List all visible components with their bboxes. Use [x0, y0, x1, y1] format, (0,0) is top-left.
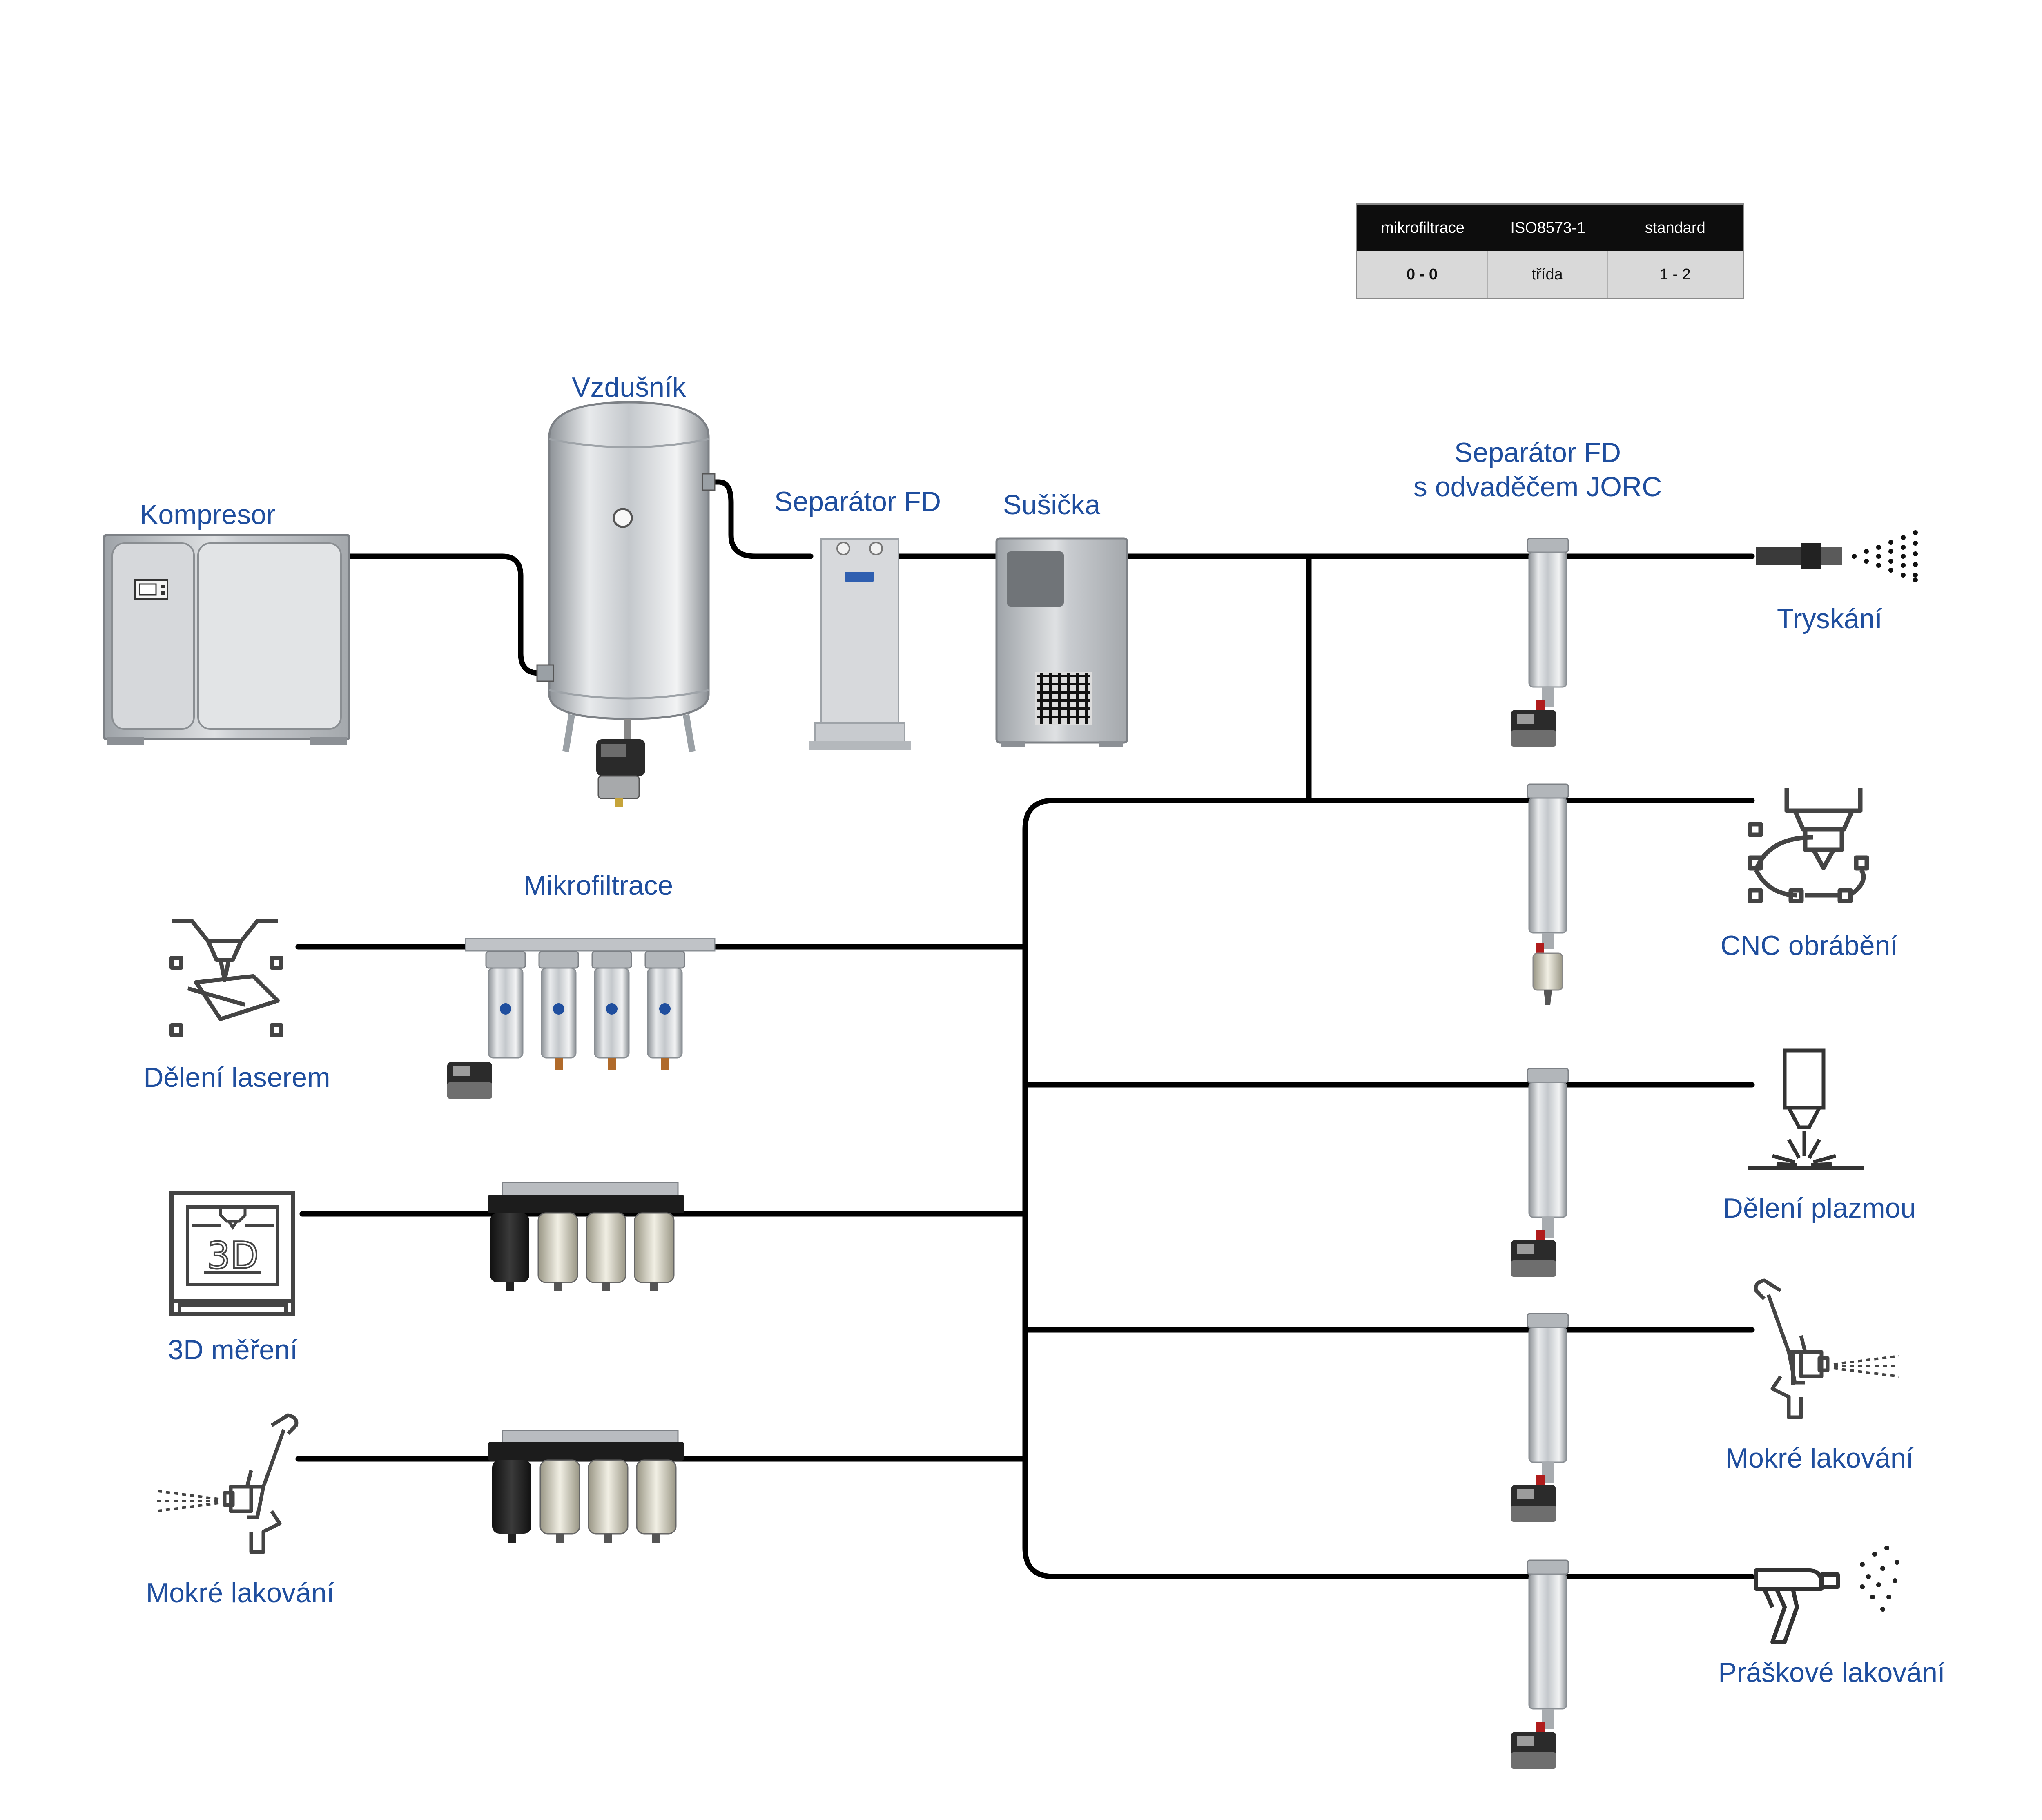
filtdryer-filter-1 — [1511, 538, 1569, 747]
filtdryer-filters — [1511, 538, 1569, 1769]
printer-3d-text: 3D — [207, 1234, 259, 1277]
plasma-cutting-icon — [1748, 1048, 1864, 1170]
microfilter-bank-paint — [488, 1430, 684, 1543]
label-laser: Dělení laserem — [143, 1062, 330, 1093]
spec-value-iso: třída — [1488, 251, 1608, 298]
spec-body-row: 0 - 0 třída 1 - 2 — [1357, 251, 1743, 298]
dryer-unit — [995, 537, 1128, 747]
label-tryskani: Tryskání — [1777, 603, 1883, 634]
filtdryer-filter-5 — [1511, 1559, 1569, 1769]
label-kompresor: Kompresor — [140, 499, 276, 530]
sandblast-nozzle-icon — [1756, 530, 1918, 582]
pipe-compressor-tank — [344, 553, 550, 676]
spray-gun-left-icon — [155, 1413, 299, 1554]
spec-header-mikrofiltrace: mikrofiltrace — [1381, 219, 1465, 236]
microfilter-bank-3d — [488, 1182, 684, 1291]
pipe-distribution-trunk — [1022, 798, 1755, 1579]
powder-gun-icon — [1754, 1546, 1899, 1644]
label-vzdusnik: Vzdušník — [572, 372, 686, 403]
label-mokre-right: Mokré lakování — [1725, 1443, 1914, 1474]
label-separator-fd: Separátor FD — [774, 486, 941, 517]
label-3d: 3D měření — [168, 1334, 298, 1365]
microfilter-bank-steel — [447, 938, 716, 1099]
compressor-unit — [103, 534, 350, 745]
printer-3d-icon: 3D — [169, 1191, 295, 1316]
label-separator-jorc-line2: s odvaděčem JORC — [1413, 471, 1662, 502]
cnc-machining-icon — [1748, 788, 1869, 903]
spray-gun-icon — [1754, 1278, 1899, 1419]
label-mokre-left: Mokré lakování — [146, 1577, 334, 1608]
spec-value-mikrofiltrace: 0 - 0 — [1357, 251, 1488, 298]
label-praskove: Práškové lakování — [1718, 1657, 1945, 1688]
iso-spec-table: mikrofiltrace ISO8573-1 standard 0 - 0 t… — [1356, 203, 1744, 299]
spec-header-standard: standard — [1645, 219, 1705, 236]
filtdryer-filter-4 — [1511, 1313, 1569, 1522]
spec-header-row: mikrofiltrace ISO8573-1 standard — [1357, 205, 1743, 251]
pipe-tank-separator — [708, 479, 814, 559]
label-plazma: Dělení plazmou — [1723, 1193, 1916, 1224]
label-cnc: CNC obrábění — [1720, 930, 1898, 961]
filtdryer-filter-3 — [1511, 1068, 1569, 1277]
laser-cutting-icon — [169, 919, 283, 1037]
label-separator-jorc-line1: Separátor FD — [1454, 437, 1621, 468]
label-mikrofiltrace: Mikrofiltrace — [523, 870, 673, 901]
separator-fd-unit — [809, 538, 911, 750]
spec-value-standard: 1 - 2 — [1659, 265, 1691, 283]
filtdryer-filter-2 — [1527, 783, 1569, 1005]
air-tank — [536, 401, 716, 807]
spec-header-iso: ISO8573-1 — [1510, 219, 1586, 236]
label-susicka: Sušička — [1003, 489, 1101, 520]
